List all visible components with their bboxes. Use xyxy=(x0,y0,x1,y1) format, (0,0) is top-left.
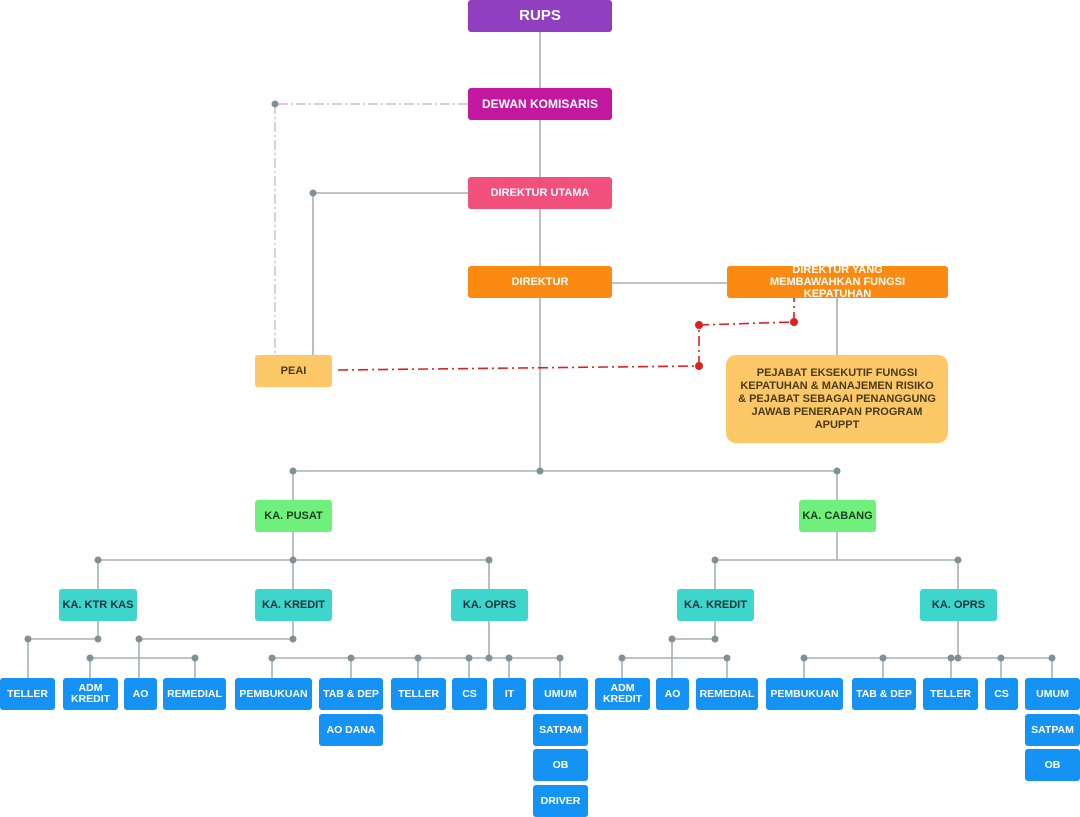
pembukuan-pusat-box: PEMBUKUAN xyxy=(235,678,312,710)
ob-cabang-box: OB xyxy=(1025,749,1080,781)
ka-ktr-kas-box: KA. KTR KAS xyxy=(59,589,137,621)
driver-box: DRIVER xyxy=(533,785,588,817)
pembukuan-cabang-box: PEMBUKUAN xyxy=(766,678,843,710)
umum-pusat-box: UMUM xyxy=(533,678,588,710)
ka-oprs-cabang-box: KA. OPRS xyxy=(920,589,997,621)
ka-kredit-cabang-box: KA. KREDIT xyxy=(677,589,754,621)
direktur-box: DIREKTUR xyxy=(468,266,612,298)
pejabat-eksekutif-box: PEJABAT EKSEKUTIF FUNGSI KEPATUHAN & MAN… xyxy=(726,355,948,443)
ao-dana-box: AO DANA xyxy=(319,714,383,746)
dewan-komisaris-box: DEWAN KOMISARIS xyxy=(468,88,612,120)
satpam-cabang-box: SATPAM xyxy=(1025,714,1080,746)
ao-pusat-box: AO xyxy=(124,678,157,710)
direktur-kepatuhan-box: DIREKTUR YANG MEMBAWAHKAN FUNGSI KEPATUH… xyxy=(727,264,948,300)
teller-kas-box: TELLER xyxy=(0,678,55,710)
ao-cabang-box: AO xyxy=(656,678,689,710)
ob-pusat-box: OB xyxy=(533,749,588,781)
cs-cabang-box: CS xyxy=(985,678,1018,710)
ka-oprs-pusat-box: KA. OPRS xyxy=(451,589,528,621)
ka-pusat-box: KA. PUSAT xyxy=(255,500,332,532)
umum-cabang-box: UMUM xyxy=(1025,678,1080,710)
tab-dep-cabang-box: TAB & DEP xyxy=(852,678,916,710)
teller-pusat-box: TELLER xyxy=(391,678,446,710)
tab-dep-pusat-box: TAB & DEP xyxy=(319,678,383,710)
remedial-cabang-box: REMEDIAL xyxy=(696,678,758,710)
cs-pusat-box: CS xyxy=(452,678,487,710)
remedial-pusat-box: REMEDIAL xyxy=(163,678,226,710)
it-box: IT xyxy=(493,678,526,710)
satpam-pusat-box: SATPAM xyxy=(533,714,588,746)
direktur-utama-box: DIREKTUR UTAMA xyxy=(468,177,612,209)
rups-box: RUPS xyxy=(468,0,612,32)
teller-cabang-box: TELLER xyxy=(923,678,978,710)
ka-kredit-pusat-box: KA. KREDIT xyxy=(255,589,332,621)
peai-box: PEAI xyxy=(255,355,332,387)
ka-cabang-box: KA. CABANG xyxy=(799,500,876,532)
adm-kredit-cabang-box: ADM KREDIT xyxy=(595,678,650,710)
adm-kredit-pusat-box: ADM KREDIT xyxy=(63,678,118,710)
